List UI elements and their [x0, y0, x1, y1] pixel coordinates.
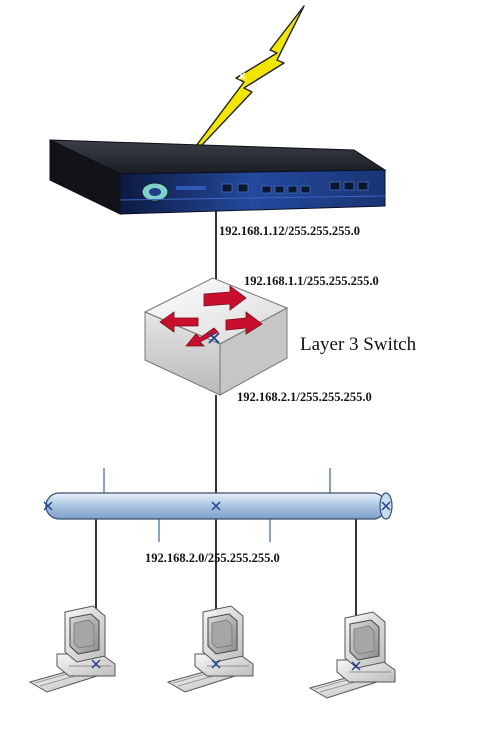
client-computer-2 — [167, 605, 254, 693]
rack-appliance-icon — [49, 139, 387, 215]
switch-downlink-ip-label: 192.168.2.1/255.255.255.0 — [237, 390, 372, 404]
lightning-bolt-icon — [195, 5, 305, 148]
ethernet-bus-icon — [43, 492, 393, 520]
switch-name-label: Layer 3 Switch — [300, 334, 417, 355]
desktop-computer-icon — [309, 611, 396, 699]
desktop-computer-icon — [167, 605, 254, 693]
client-computer-1 — [29, 605, 116, 693]
layer3-switch-icon — [143, 277, 289, 396]
lan-subnet-label: 192.168.2.0/255.255.255.0 — [145, 551, 280, 565]
desktop-computer-icon — [29, 605, 116, 693]
firewall-wan-ip-label: 192.168.1.12/255.255.255.0 — [219, 224, 360, 238]
client-computer-3 — [309, 611, 396, 699]
switch-uplink-ip-label: 192.168.1.1/255.255.255.0 — [244, 274, 379, 288]
